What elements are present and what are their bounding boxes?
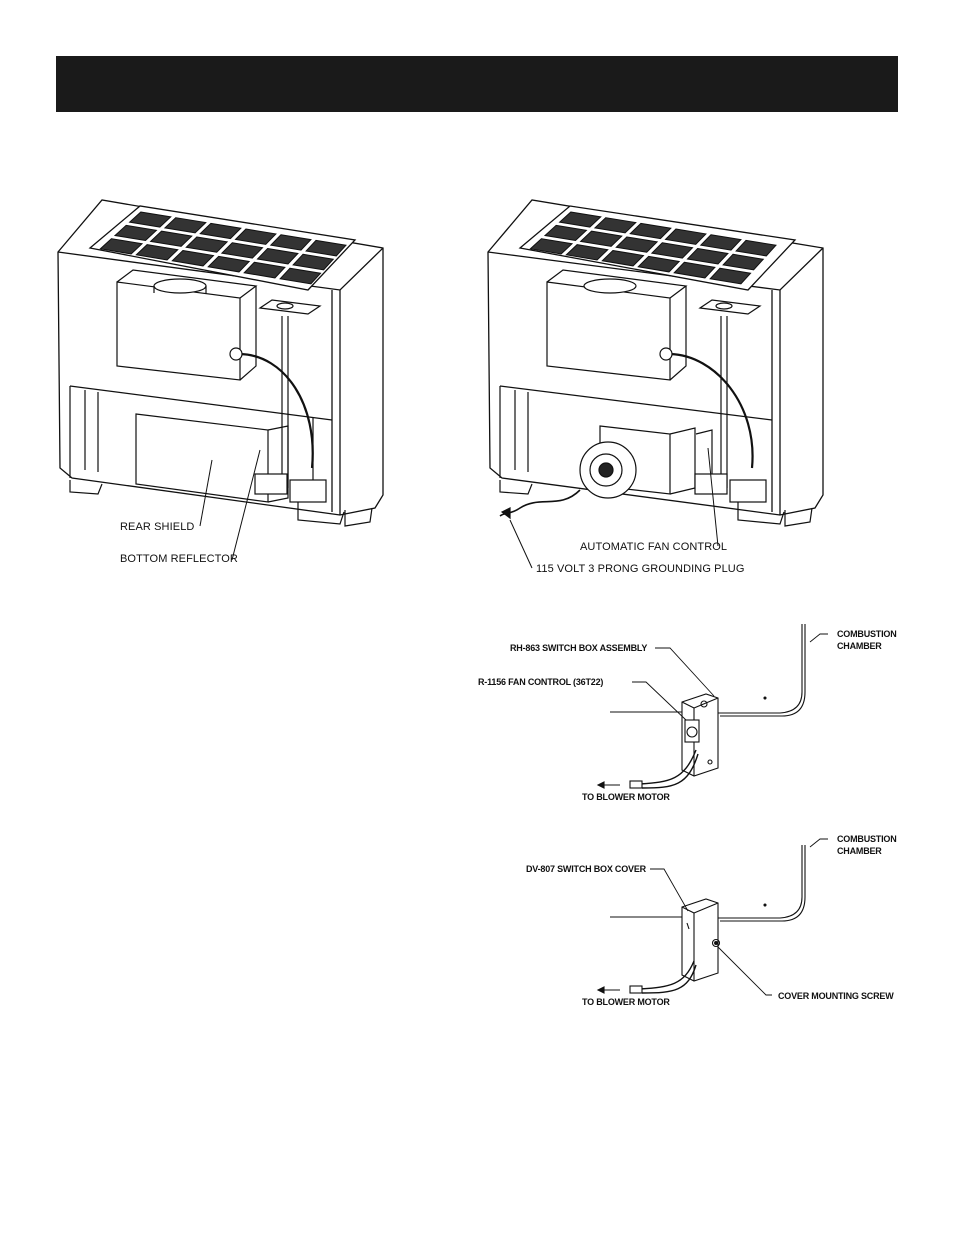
switch-box-assembly-label: RH-863 SWITCH BOX ASSEMBLY bbox=[510, 643, 647, 653]
fan-control-label: R-1156 FAN CONTROL (36T22) bbox=[478, 677, 603, 687]
to-blower-motor-label: TO BLOWER MOTOR bbox=[582, 792, 670, 802]
combustion-label-line1: COMBUSTION bbox=[837, 629, 897, 639]
grounding-plug-label: 115 VOLT 3 PRONG GROUNDING PLUG bbox=[536, 563, 745, 575]
heater-blower-figure: AUTOMATIC FAN CONTROL 115 VOLT 3 PRONG G… bbox=[480, 190, 840, 585]
bottom-reflector-label: BOTTOM REFLECTOR bbox=[120, 553, 238, 565]
to-blower-motor-label: TO BLOWER MOTOR bbox=[582, 997, 670, 1007]
switch-box-detail: COMBUSTION CHAMBER RH-863 SWITCH BOX ASS… bbox=[470, 620, 910, 810]
switch-box-cover-detail: COMBUSTION CHAMBER DV-807 SWITCH BOX COV… bbox=[470, 825, 910, 1015]
switch-box-cover-label: DV-807 SWITCH BOX COVER bbox=[526, 864, 647, 874]
automatic-fan-control-label: AUTOMATIC FAN CONTROL bbox=[580, 541, 727, 553]
combustion-label-line1: COMBUSTION bbox=[837, 834, 897, 844]
combustion-label-line2: CHAMBER bbox=[837, 641, 882, 651]
heater-rear-shield-figure: REAR SHIELD BOTTOM REFLECTOR bbox=[50, 190, 400, 580]
cover-mounting-screw-label: COVER MOUNTING SCREW bbox=[778, 991, 894, 1001]
combustion-label-line2: CHAMBER bbox=[837, 846, 882, 856]
rear-shield-label: REAR SHIELD bbox=[120, 521, 194, 533]
header-bar bbox=[56, 56, 898, 112]
